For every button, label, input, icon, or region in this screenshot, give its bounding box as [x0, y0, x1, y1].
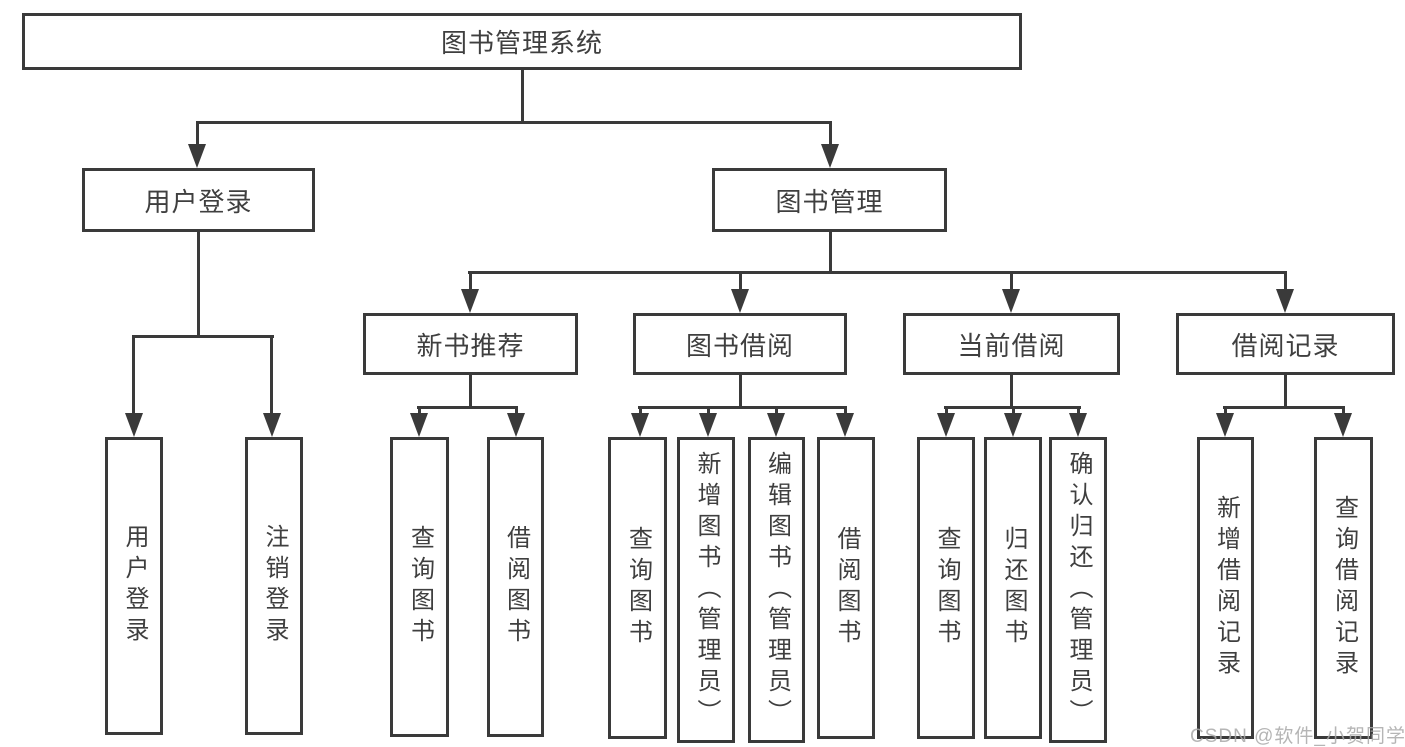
connector-line: [1223, 406, 1345, 409]
connector-line: [1342, 406, 1345, 415]
leaf-add-borrow-record: 新增借阅记录: [1197, 437, 1254, 739]
connector-line: [1284, 375, 1287, 409]
leaf-logout: 注销登录: [245, 437, 303, 735]
connector-line: [270, 335, 273, 415]
arrow-down-icon: [836, 413, 854, 437]
arrow-down-icon: [461, 289, 479, 313]
arrow-down-icon: [699, 413, 717, 437]
leaf-edit-books-admin: 编辑图书（管理员）: [748, 437, 805, 743]
leaf-borrow-books: 借阅图书: [817, 437, 875, 739]
connector-line: [469, 271, 472, 291]
connector-line: [521, 70, 524, 122]
leaf-query-books-recommend: 查询图书: [390, 437, 449, 737]
arrow-down-icon: [1216, 413, 1234, 437]
connector-line: [829, 121, 832, 146]
arrow-down-icon: [1069, 413, 1087, 437]
node-library-system: 图书管理系统: [22, 13, 1022, 70]
connector-line: [1012, 406, 1015, 415]
connector-line: [1224, 406, 1227, 415]
arrow-down-icon: [1004, 413, 1022, 437]
node-current-borrowing: 当前借阅: [903, 313, 1120, 375]
connector-line: [1284, 271, 1287, 291]
leaf-user-login: 用户登录: [105, 437, 163, 735]
connector-line: [132, 335, 274, 338]
connector-line: [1010, 271, 1013, 291]
connector-line: [469, 375, 472, 409]
arrow-down-icon: [188, 144, 206, 168]
connector-line: [739, 375, 742, 409]
leaf-add-books-admin: 新增图书（管理员）: [677, 437, 735, 743]
connector-line: [196, 121, 199, 146]
leaf-confirm-return-admin: 确认归还（管理员）: [1049, 437, 1107, 743]
csdn-watermark: CSDN @软件_小贺同学: [1190, 726, 1405, 747]
leaf-query-books-current: 查询图书: [917, 437, 975, 739]
node-book-borrowing: 图书借阅: [633, 313, 847, 375]
connector-line: [945, 406, 948, 415]
leaf-query-books-borrowing: 查询图书: [608, 437, 667, 739]
connector-line: [739, 271, 742, 291]
connector-line: [132, 335, 135, 415]
connector-line: [515, 406, 518, 415]
connector-line: [418, 406, 421, 415]
arrow-down-icon: [937, 413, 955, 437]
arrow-down-icon: [410, 413, 428, 437]
connector-line: [196, 121, 832, 124]
connector-line: [1010, 375, 1013, 409]
arrow-down-icon: [731, 289, 749, 313]
connector-line: [468, 271, 1287, 274]
connector-line: [775, 406, 778, 415]
node-user-login: 用户登录: [82, 168, 315, 232]
connector-line: [197, 232, 200, 337]
leaf-query-borrow-record: 查询借阅记录: [1314, 437, 1373, 739]
arrow-down-icon: [1334, 413, 1352, 437]
arrow-down-icon: [767, 413, 785, 437]
connector-line: [844, 406, 847, 415]
connector-line: [639, 406, 642, 415]
arrow-down-icon: [507, 413, 525, 437]
connector-line: [417, 406, 518, 409]
node-book-management: 图书管理: [712, 168, 947, 232]
leaf-borrow-books-recommend: 借阅图书: [487, 437, 544, 737]
node-new-book-recommend: 新书推荐: [363, 313, 578, 375]
leaf-return-books: 归还图书: [984, 437, 1042, 739]
arrow-down-icon: [1002, 289, 1020, 313]
node-borrowing-records: 借阅记录: [1176, 313, 1395, 375]
connector-line: [707, 406, 710, 415]
connector-line: [638, 406, 847, 409]
connector-line: [1077, 406, 1080, 415]
connector-line: [829, 232, 832, 273]
arrow-down-icon: [1276, 289, 1294, 313]
arrow-down-icon: [263, 413, 281, 437]
arrow-down-icon: [821, 144, 839, 168]
arrow-down-icon: [125, 413, 143, 437]
arrow-down-icon: [631, 413, 649, 437]
